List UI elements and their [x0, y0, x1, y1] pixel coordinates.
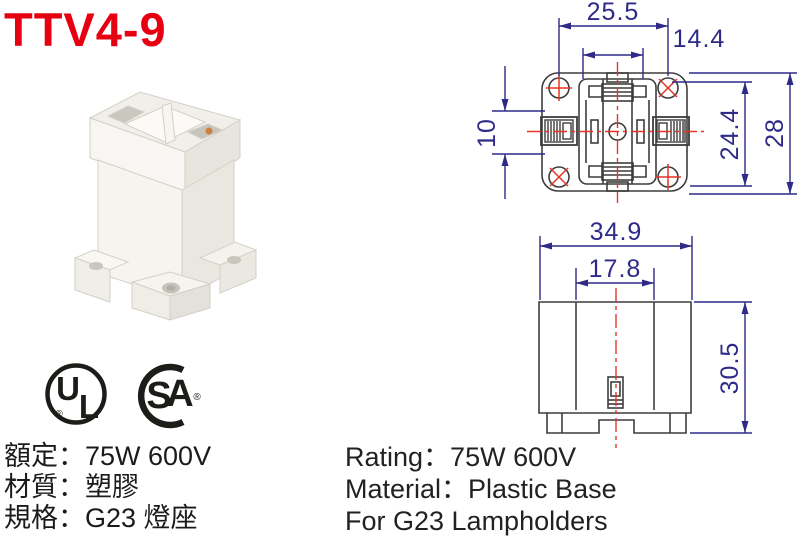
ul-logo: U L ®: [45, 363, 107, 425]
top-view-drawing: 25.5 14.4 10 24.4 28: [473, 0, 797, 203]
dim-label-body-height-top: 28: [761, 118, 789, 148]
lampholder-photo-shapes: [73, 91, 258, 321]
dim-label-contact-height: 10: [473, 118, 501, 148]
front-view-arrowheads: [540, 242, 749, 433]
spec-row-material-zh: 材質：塑膠: [4, 472, 334, 503]
socket-hole-left: [106, 105, 146, 124]
spec-value: G23 燈座: [85, 503, 198, 533]
dim-label-hole-vertical-spacing: 24.4: [716, 108, 744, 161]
product-model-title: TTV4-9: [4, 3, 167, 56]
front-view-outline: [538, 301, 692, 434]
spec-row-spec-zh: 規格：G23 燈座: [4, 503, 334, 534]
csa-letter-s: S: [146, 375, 171, 417]
front-view-dimension-lines: [539, 236, 752, 434]
ul-letter-u: U: [56, 370, 80, 407]
specs-english: Rating：75W 600V Material：Plastic Base Fo…: [345, 441, 785, 537]
specs-chinese: 額定：75W 600V 材質：塑膠 規格：G23 燈座: [4, 441, 334, 534]
spec-label: 額定：: [4, 441, 85, 471]
ul-registered-mark: ®: [55, 409, 63, 420]
dim-label-body-width: 34.9: [590, 218, 643, 246]
csa-letter-a: A: [166, 373, 193, 415]
spec-value: 75W 600V: [85, 441, 212, 471]
spec-label: 材質：: [4, 472, 85, 502]
dim-label-hole-spacing: 25.5: [587, 0, 640, 26]
ul-letter-l: L: [79, 388, 99, 425]
spec-value: 塑膠: [85, 472, 139, 502]
dim-label-body-height-front: 30.5: [716, 342, 744, 395]
spec-row-lampholder-en: For G23 Lampholders: [345, 506, 608, 536]
top-view-arrowheads: [501, 22, 794, 194]
csa-logo: S A ®: [137, 363, 201, 429]
spec-row-rating-zh: 額定：75W 600V: [4, 441, 334, 472]
dim-label-inner-width: 17.8: [589, 255, 642, 283]
front-view-drawing: 34.9 17.8 30.5: [538, 218, 752, 448]
spec-row-rating-en: Rating：75W 600V: [345, 442, 577, 472]
product-photo: [73, 91, 258, 321]
centerlines-top-view: [527, 62, 704, 203]
csa-registered-mark: ®: [193, 392, 201, 403]
dim-label-slot-width: 14.4: [673, 25, 726, 53]
contact-pin: [205, 127, 213, 135]
spec-row-material-en: Material：Plastic Base: [345, 474, 617, 504]
spec-label: 規格：: [4, 503, 85, 533]
top-view-dimension-lines: [492, 18, 797, 199]
